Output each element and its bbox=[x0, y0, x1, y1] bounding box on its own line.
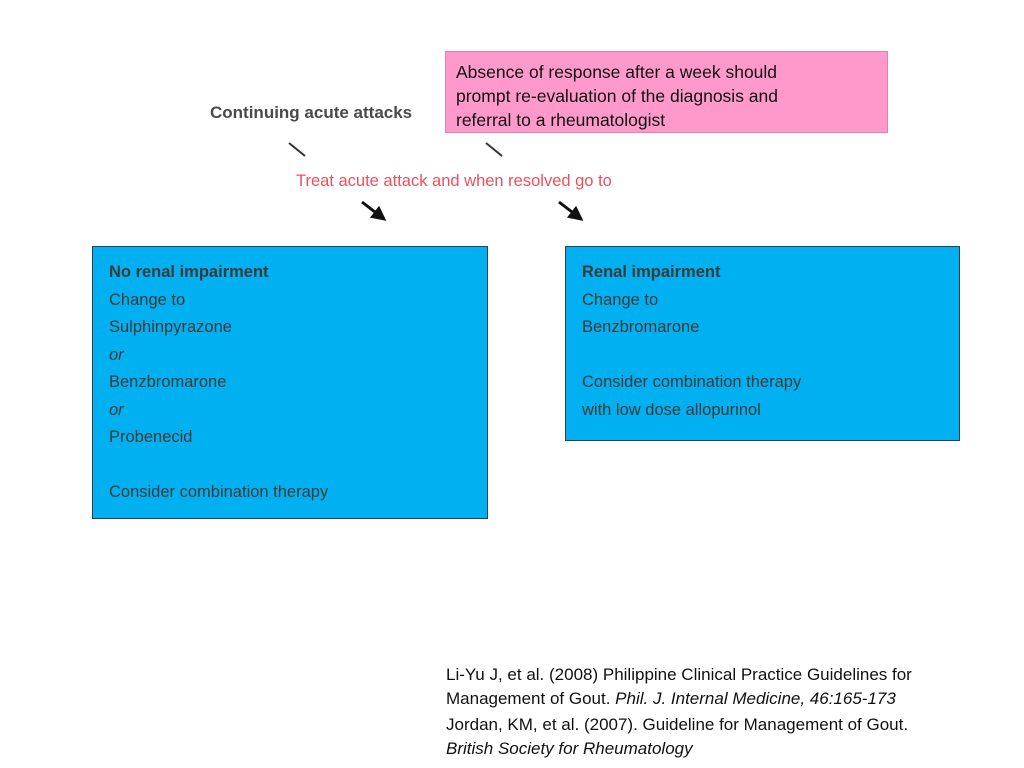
box-title: No renal impairment bbox=[109, 263, 269, 281]
box-line: or bbox=[109, 400, 124, 419]
renal-impairment-box: Renal impairment Change to Benzbromarone… bbox=[565, 246, 960, 441]
callout-line-1: Absence of response after a week should bbox=[456, 62, 778, 82]
box-line: Consider combination therapy bbox=[109, 483, 329, 501]
reevaluation-callout: Absence of response after a week should … bbox=[445, 51, 888, 133]
box-line bbox=[582, 342, 943, 370]
callout-line-2: prompt re-evaluation of the diagnosis an… bbox=[456, 86, 779, 106]
box-line: or bbox=[109, 345, 124, 364]
heading-connector-right bbox=[485, 142, 503, 157]
box-line: Probenecid bbox=[109, 428, 193, 446]
references: Li-Yu J, et al. (2008) Philippine Clinic… bbox=[446, 663, 1016, 763]
box-line: Change to bbox=[582, 290, 659, 309]
box-line: Benzbromarone bbox=[109, 373, 227, 391]
box-line: Sulphinpyrazone bbox=[109, 318, 232, 336]
continuing-attacks-heading: Continuing acute attacks bbox=[210, 103, 413, 122]
treat-acute-attack-instruction: Treat acute attack and when resolved go … bbox=[296, 172, 612, 190]
reference-journal: Phil. J. Internal Medicine, 46:165-173 bbox=[615, 689, 896, 708]
arrow-to-no-renal-box bbox=[361, 200, 387, 221]
heading-connector-left bbox=[288, 142, 306, 157]
box-title: Renal impairment bbox=[582, 263, 721, 281]
box-line: Change to bbox=[109, 290, 186, 309]
box-line: Consider combination therapy bbox=[582, 373, 802, 391]
reference-journal: British Society for Rheumatology bbox=[446, 739, 693, 758]
box-line: with low dose allopurinol bbox=[582, 400, 761, 419]
callout-line-3: referral to a rheumatologist bbox=[456, 110, 666, 130]
reference-text: Management of Gout. bbox=[446, 689, 616, 708]
reference-text: Jordan, KM, et al. (2007). Guideline for… bbox=[446, 715, 909, 734]
reference-item: Li-Yu J, et al. (2008) Philippine Clinic… bbox=[446, 663, 1016, 711]
reference-text: Li-Yu J, et al. (2008) Philippine Clinic… bbox=[446, 665, 912, 684]
reference-item: Jordan, KM, et al. (2007). Guideline for… bbox=[446, 713, 1016, 761]
no-renal-impairment-box: No renal impairment Change to Sulphinpyr… bbox=[92, 246, 488, 519]
box-line bbox=[109, 452, 471, 480]
arrow-to-renal-box bbox=[558, 200, 584, 221]
box-line: Benzbromarone bbox=[582, 318, 700, 336]
